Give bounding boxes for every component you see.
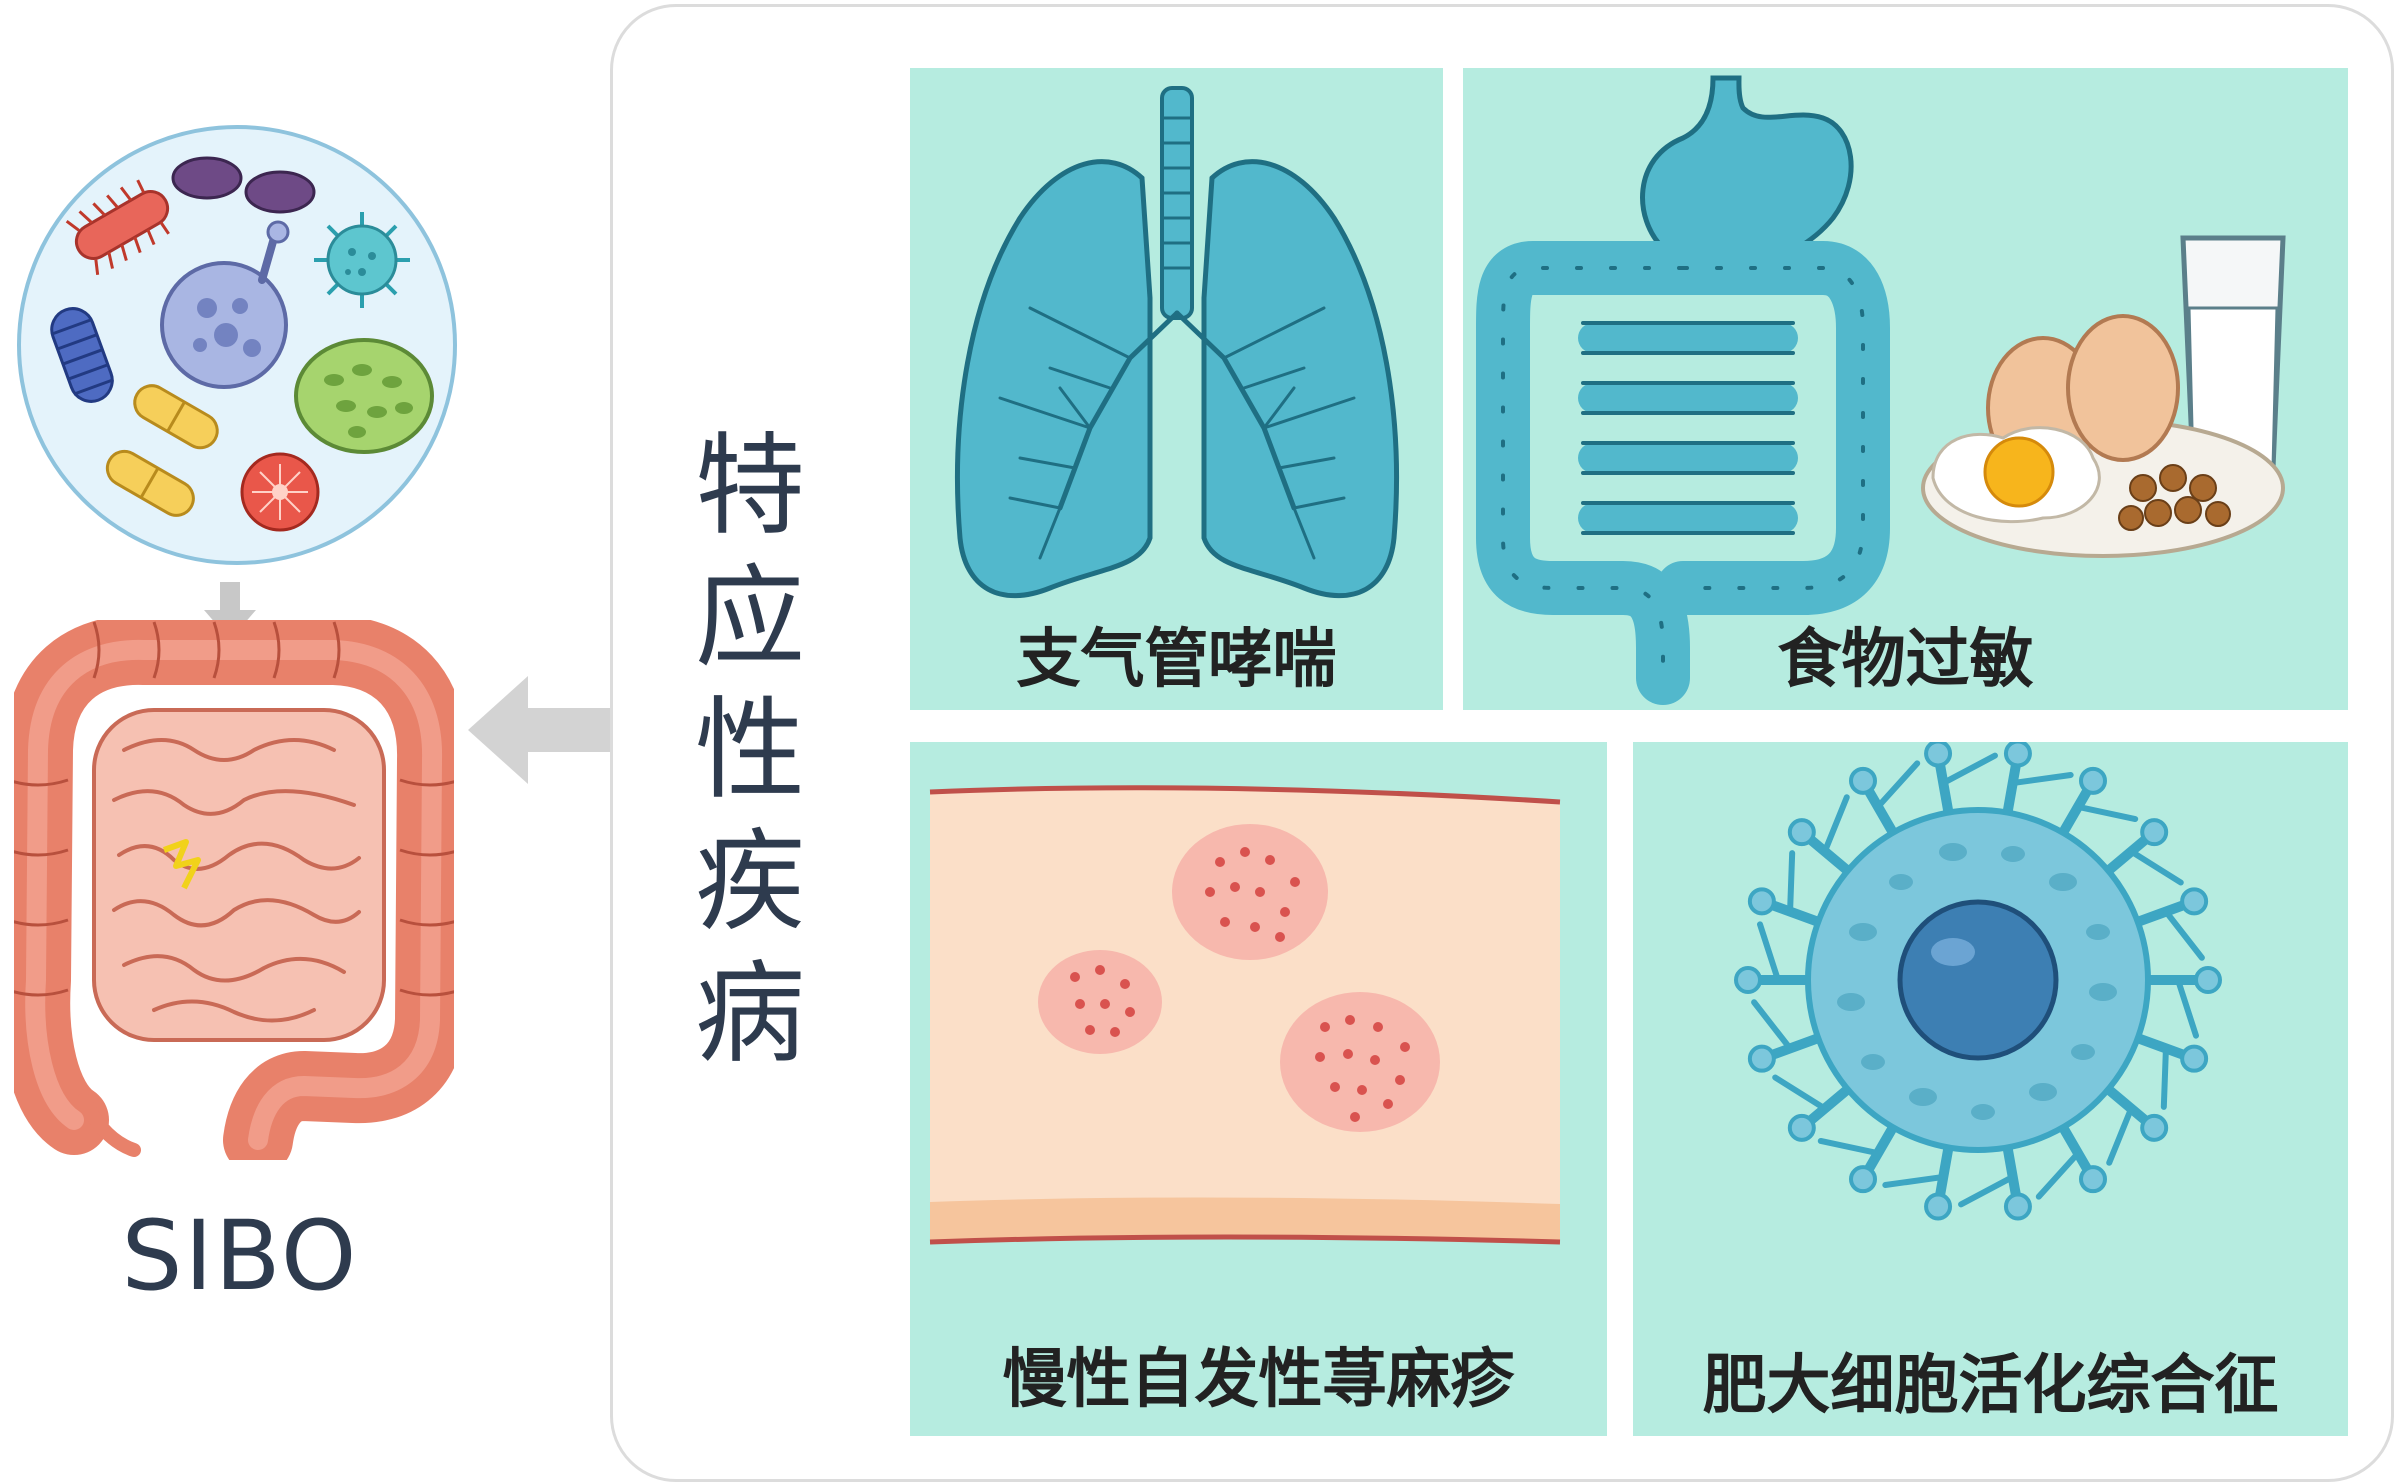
mast-cell-spike-branch: [2075, 803, 2139, 823]
mast-cell-spike-branch: [1772, 1074, 1828, 1112]
mast-cell-spike-branch: [2035, 1150, 2081, 1200]
tile-asthma-label: 支气管哮喘: [1016, 623, 1337, 697]
mast-cell-spike-tip: [1787, 1113, 1816, 1142]
vertical-title: 特 应 性 疾 病: [690, 420, 810, 1080]
mast-cell-spike-tip: [1734, 966, 1762, 994]
title-char: 应: [695, 554, 805, 682]
mast-cell-spike-branch: [1958, 1173, 2016, 1208]
mast-cell-spike-tip: [2079, 766, 2107, 795]
mast-cell-spike-tip: [1924, 742, 1953, 768]
mast-cell-spike-branch: [1875, 760, 1921, 810]
mast-cell-spike-branch: [1817, 1137, 1881, 1157]
mast-cell-spike-branch: [2128, 848, 2184, 886]
mast-cell-spike-tip: [2140, 818, 2169, 847]
lungs-icon: [955, 86, 1399, 599]
mast-cell-spike-tip: [2180, 1044, 2209, 1073]
title-char: 病: [695, 950, 805, 1078]
title-char: 疾: [695, 818, 805, 946]
mast-cell-icon: [1734, 742, 2222, 1221]
mast-cell-spike-tip: [1747, 887, 1776, 916]
mast-cell-spike-tip: [2079, 1165, 2107, 1194]
down-arrow-icon: [204, 582, 256, 640]
mast-cell-spike-tip: [2180, 887, 2209, 916]
mast-cell-spike-branch: [2160, 1045, 2169, 1110]
mast-cell-spike-branch: [2009, 771, 2074, 787]
mast-cell-spike-branch: [1882, 1173, 1947, 1189]
mast-cell-spike-tip: [1787, 818, 1816, 847]
mast-cell-spike-branch: [1751, 999, 1794, 1052]
mast-cell-spike-branch: [2175, 977, 2200, 1039]
sibo-label: SIBO: [121, 1200, 359, 1312]
mast-cell-spike-tip: [1849, 766, 1877, 795]
skin-rash-icon: [929, 785, 1561, 1245]
tile-urticaria-label: 慢性自发性荨麻疹: [1002, 1343, 1515, 1417]
mast-cell-spike-tip: [1849, 1165, 1877, 1194]
mast-cell-spike-tip: [2140, 1113, 2169, 1142]
mast-cell-spike-branch: [1756, 921, 1781, 983]
tile-food-allergy-label: 食物过敏: [1777, 623, 2034, 697]
mast-cell-spike-tip: [2003, 742, 2032, 768]
tile-asthma: 支气管哮喘: [910, 68, 1443, 710]
mast-cell-spike-branch: [1940, 752, 1998, 787]
mast-cell-spike-branch: [1787, 850, 1796, 915]
intestine-icon: [14, 620, 454, 1160]
tile-mast-cell: 肥大细胞活化综合征: [1633, 742, 2348, 1436]
title-char: 特: [695, 422, 805, 550]
tile-urticaria: 慢性自发性荨麻疹: [910, 742, 1607, 1436]
mast-cell-spike-tip: [2003, 1192, 2032, 1221]
mast-cell-spike-branch: [2106, 1105, 2135, 1166]
tile-mast-cell-label: 肥大细胞活化综合征: [1702, 1349, 2279, 1423]
mast-cell-spike-tip: [2194, 966, 2222, 994]
mast-cell-spike-tip: [1924, 1192, 1953, 1221]
tile-food-allergy: 食物过敏: [1463, 68, 2348, 710]
mast-cell-spike-branch: [2162, 908, 2205, 961]
bacteria-circle-icon: [17, 125, 457, 565]
digestive-tract-food-icon: [1476, 75, 2286, 705]
title-char: 性: [695, 686, 805, 814]
mast-cell-spike-branch: [1821, 794, 1850, 855]
mast-cell-spike-tip: [1747, 1044, 1776, 1073]
